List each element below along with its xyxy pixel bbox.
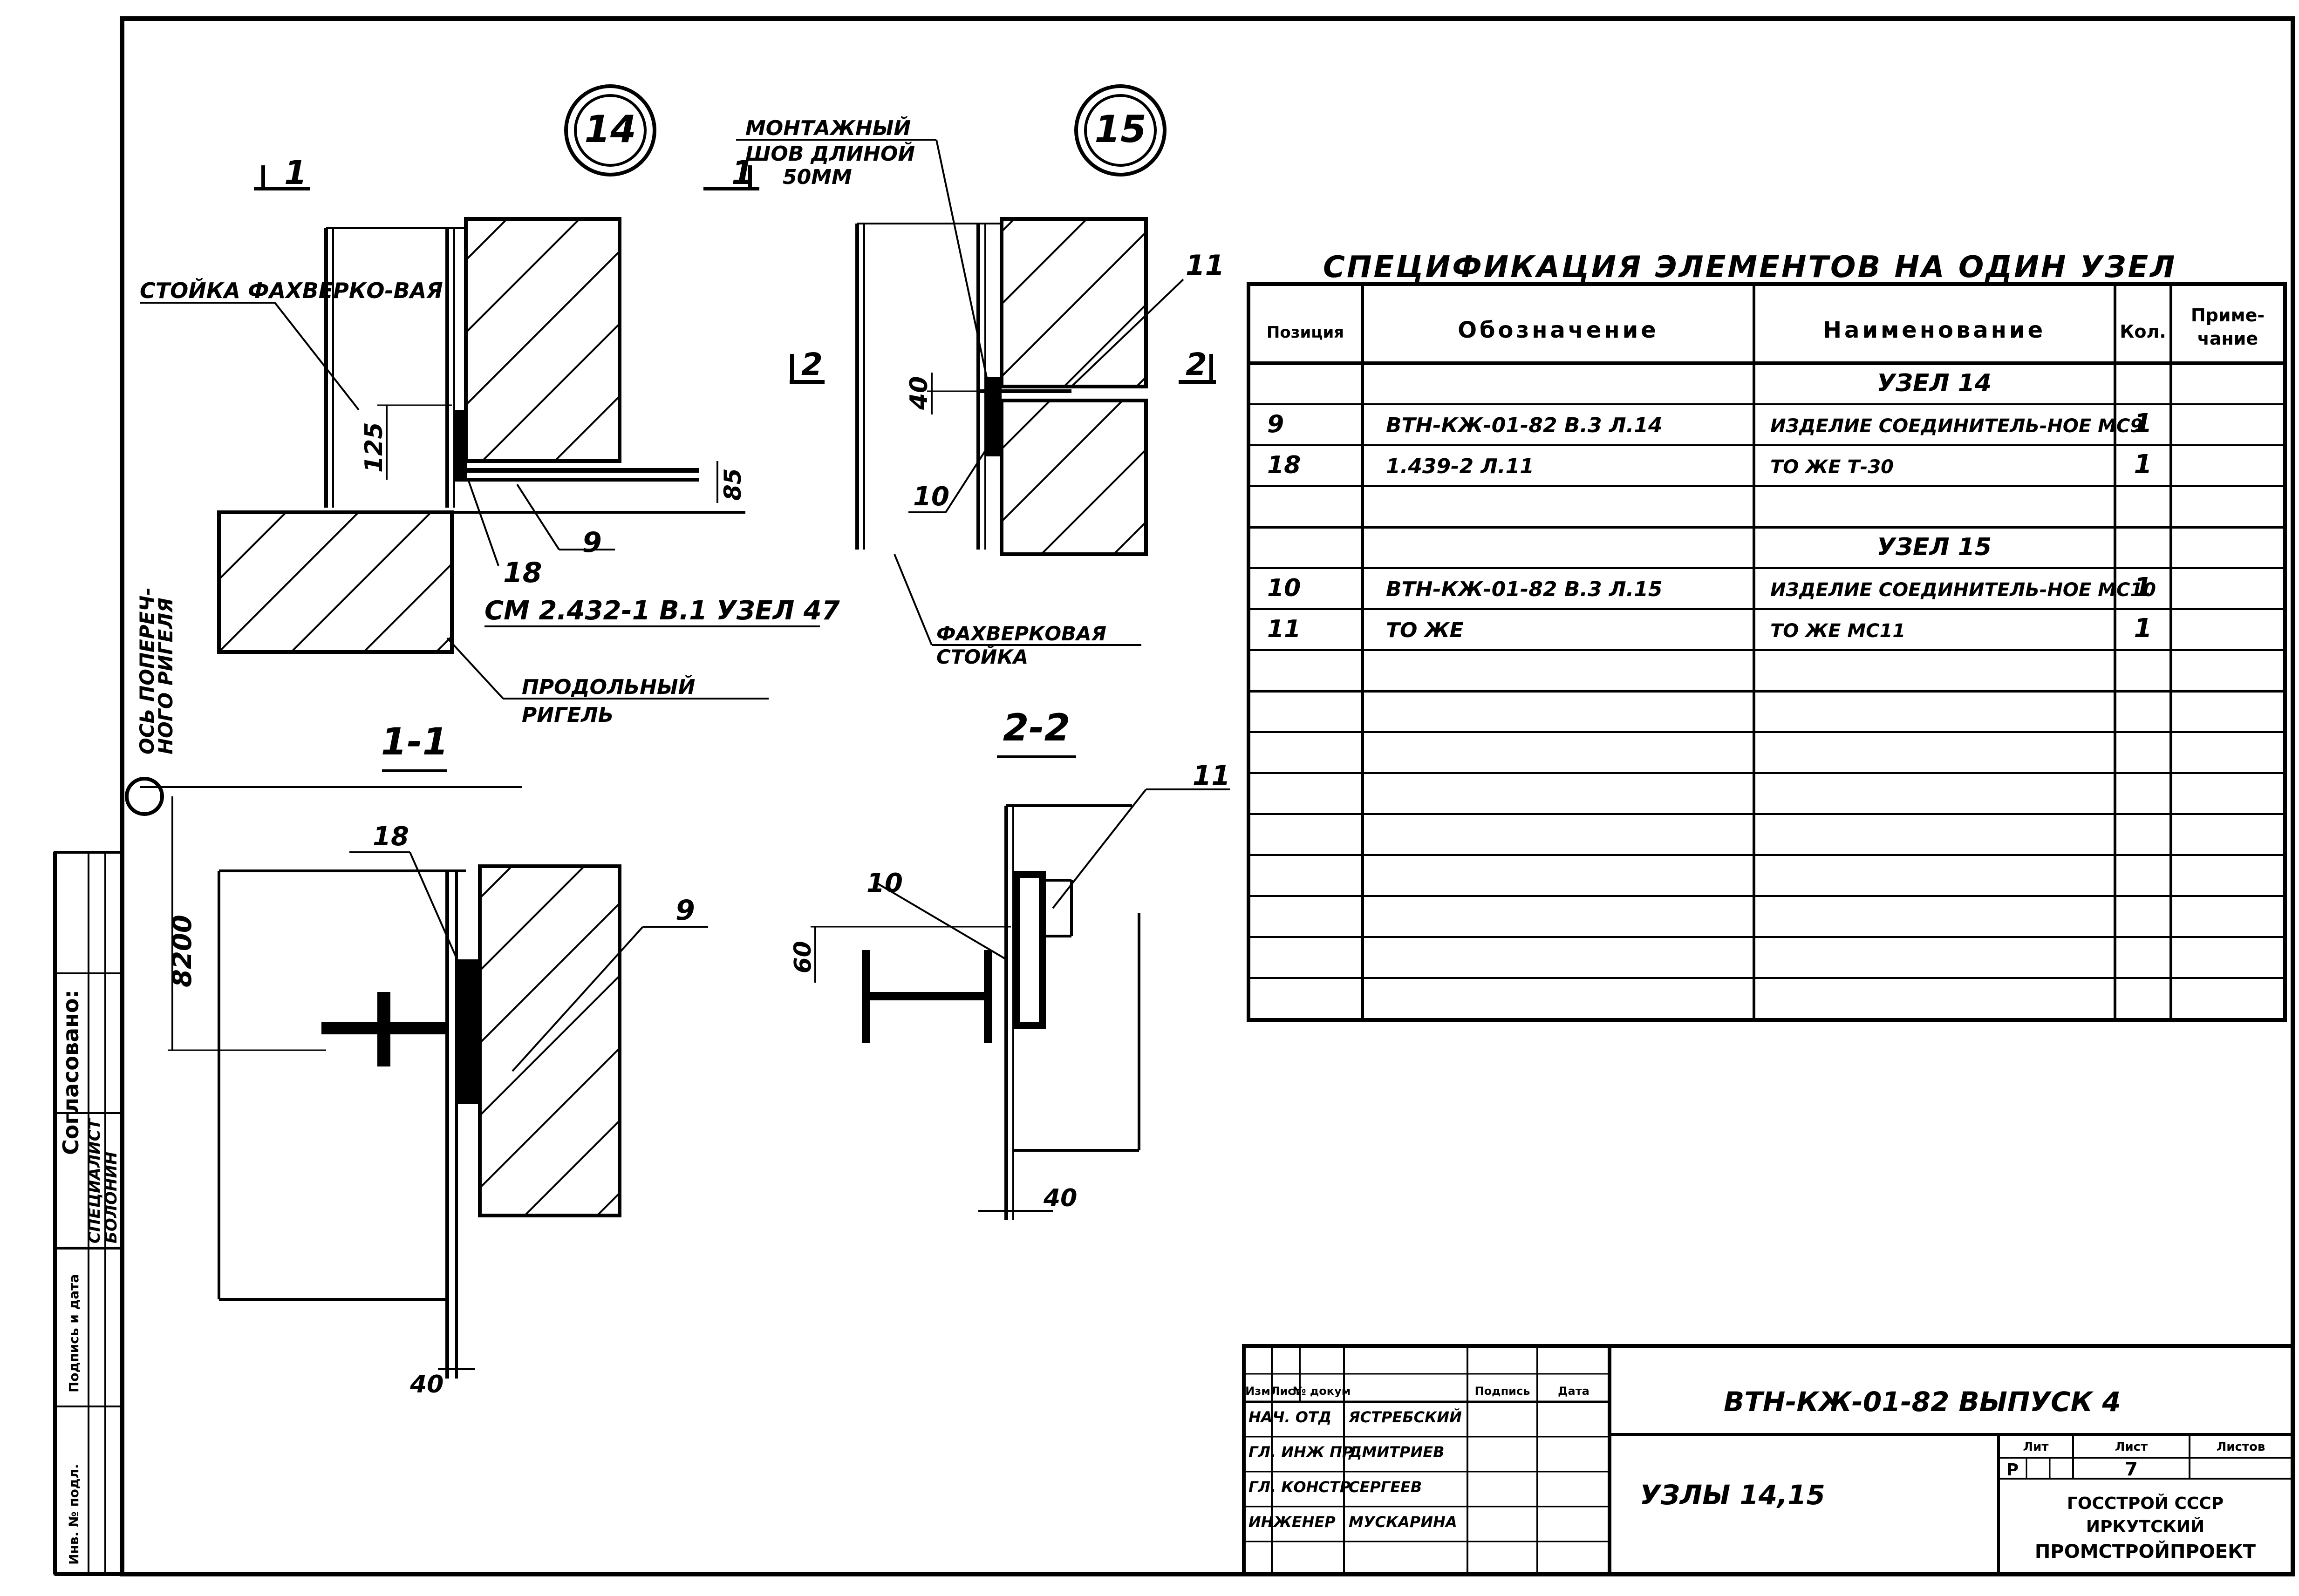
axis-callout-1: ОСЬ ПОПЕРЕЧ- — [136, 587, 158, 754]
section-mark-2-right: 2 — [1186, 346, 1207, 382]
node-15-number: 15 — [1094, 108, 1146, 151]
dim-85: 85 — [719, 468, 746, 501]
column-callout: СТОЙКА ФАХВЕРКО-ВАЯ — [140, 278, 443, 303]
tb-sheet-name: УЗЛЫ 14,15 — [1640, 1479, 1825, 1511]
pos-9-section: 9 — [675, 894, 695, 927]
dim-60: 60 — [789, 941, 816, 973]
sign-date-label: Подпись и дата — [66, 1274, 82, 1392]
agreement-strip: Согласовано: СПЕЦИАЛИСТ БОЛОНИН Подпись … — [54, 851, 123, 1576]
tb-designation: ВТН-КЖ-01-82 ВЫПУСК 4 — [1724, 1386, 2121, 1418]
staff-role: ИНЖЕНЕР — [1248, 1513, 1336, 1531]
spec-cell-des: ТО ЖЕ — [1386, 618, 1464, 642]
weld-line-2: ШОВ ДЛИНОЙ — [745, 141, 915, 166]
staff-role: ГЛ. КОНСТР — [1248, 1478, 1351, 1496]
pos-18-plan: 18 — [503, 557, 542, 589]
spec-cell-qty: 1 — [2134, 408, 2152, 439]
spec-cell-name: УЗЕЛ 14 — [1877, 369, 1992, 397]
spec-cell-qty: 1 — [2134, 449, 2152, 480]
axis-callout-2: НОГО РИГЕЛЯ — [154, 598, 177, 754]
agreed-row-1: СПЕЦИАЛИСТ — [85, 1117, 104, 1243]
node-14-number: 14 — [584, 108, 636, 151]
spec-cell-name: ИЗДЕЛИЕ СОЕДИНИТЕЛЬ-НОЕ МС10 — [1770, 579, 2156, 601]
weld-line-3: 50ММ — [783, 165, 852, 189]
tb-header-date: Дата — [1558, 1385, 1590, 1398]
spec-cell-name: ТО ЖЕ Т-30 — [1770, 456, 1894, 478]
dim-125: 125 — [360, 422, 388, 473]
section-mark-1-right: 1 — [731, 154, 754, 192]
tb-stage-label: Лит — [2023, 1440, 2049, 1454]
staff-name: МУСКАРИНА — [1349, 1513, 1457, 1531]
staff-role: НАЧ. ОТД — [1248, 1408, 1331, 1426]
spec-cell-name: ТО ЖЕ МС11 — [1770, 620, 1905, 642]
section-2-2: 2-2 60 10 11 40 — [789, 706, 1230, 1220]
agreed-label: Согласовано: — [58, 990, 83, 1155]
tb-org-line-3: ПРОМСТРОЙПРОЕКТ — [2035, 1540, 2256, 1562]
spec-cell-des: 1.439-2 Л.11 — [1386, 455, 1534, 478]
spec-cell-name: ИЗДЕЛИЕ СОЕДИНИТЕЛЬ-НОЕ МС9 — [1770, 415, 2143, 437]
spec-title: СПЕЦИФИКАЦИЯ ЭЛЕМЕНТОВ НА ОДИН УЗЕЛ — [1323, 250, 2176, 285]
spec-cell-pos: 18 — [1267, 451, 1301, 479]
dim-40-section-2: 40 — [1043, 1184, 1077, 1212]
tb-header-doc: № докум — [1293, 1385, 1351, 1398]
spec-table: СПЕЦИФИКАЦИЯ ЭЛЕМЕНТОВ НА ОДИН УЗЕЛ Пози… — [1247, 250, 2287, 1022]
tb-header-change: Изм — [1245, 1385, 1270, 1398]
pos-11-plan: 11 — [1186, 249, 1225, 282]
pos-11-section: 11 — [1193, 760, 1230, 791]
section-mark-2-left: 2 — [801, 346, 823, 382]
sheet-border — [120, 16, 2295, 1576]
dim-8200: 8200 — [167, 915, 198, 987]
spec-header-designation: Обозначение — [1458, 317, 1659, 343]
tb-stage: Р — [2006, 1460, 2019, 1480]
spec-cell-qty: 1 — [2134, 572, 2152, 603]
spec-header-note-1: Приме- — [2191, 305, 2265, 326]
tb-sheet-no: 7 — [2125, 1459, 2138, 1480]
dim-40-section-1: 40 — [409, 1371, 443, 1399]
staff-name: ДМИТРИЕВ — [1348, 1443, 1444, 1461]
spec-cell-qty: 1 — [2134, 613, 2152, 644]
tb-org-line-1: ГОССТРОЙ СССР — [2067, 1494, 2224, 1513]
column15-callout-2: СТОЙКА — [936, 645, 1028, 668]
spec-header-note-2: чание — [2197, 328, 2258, 349]
node-14-plan: 14 1 1 125 85 СТОЙКА ФАХВЕРКО-ВАЯ — [136, 84, 840, 754]
inventory-label: Инв. № подл. — [66, 1464, 82, 1565]
ref-callout: СМ 2.432-1 В.1 УЗЕЛ 47 — [484, 596, 840, 626]
column15-callout-1: ФАХВЕРКОВАЯ — [936, 622, 1106, 645]
staff-role: ГЛ. ИНЖ ПР — [1248, 1443, 1353, 1461]
spec-cell-pos: 11 — [1267, 615, 1301, 643]
dim-40-plan: 40 — [905, 376, 933, 410]
pos-9-plan: 9 — [582, 526, 602, 559]
staff-name: СЕРГЕЕВ — [1349, 1478, 1422, 1496]
spec-cell-name: УЗЕЛ 15 — [1877, 533, 1992, 561]
agreed-row-2: БОЛОНИН — [102, 1152, 121, 1243]
weld-callout: МОНТАЖНЫЙ ШОВ ДЛИНОЙ 50ММ — [736, 115, 989, 382]
tb-org-line-2: ИРКУТСКИЙ — [2086, 1517, 2204, 1536]
staff-name: ЯСТРЕБСКИЙ — [1348, 1408, 1462, 1426]
pos-10-section: 10 — [866, 868, 903, 898]
spec-cell-des: ВТН-КЖ-01-82 В.3 Л.15 — [1386, 577, 1662, 601]
title-block: Изм Лист № докум Подпись Дата НАЧ. ОТД ЯС… — [1242, 1344, 2295, 1576]
beam-callout-2: РИГЕЛЬ — [522, 703, 614, 727]
spec-header-qty: Кол. — [2120, 321, 2166, 342]
spec-cell-des: ВТН-КЖ-01-82 В.3 Л.14 — [1386, 414, 1662, 437]
tb-sheet-label: Лист — [2115, 1440, 2148, 1454]
node-15-plan: 15 2 2 40 10 11 ФАХВЕРКОВАЯ СТОЙКА — [790, 84, 1225, 668]
section-1-1: 1-1 8200 40 18 9 — [125, 720, 708, 1399]
tb-header-sign: Подпись — [1475, 1385, 1530, 1398]
tb-header-sheet: Лист — [1271, 1385, 1301, 1398]
spec-cell-pos: 10 — [1267, 574, 1301, 602]
beam-callout-1: ПРОДОЛЬНЫЙ — [522, 674, 695, 699]
section-2-2-title: 2-2 — [1003, 706, 1071, 749]
spec-header-name: Наименование — [1823, 317, 2046, 343]
weld-line-1: МОНТАЖНЫЙ — [745, 115, 911, 140]
pos-10-plan: 10 — [913, 482, 949, 512]
spec-cell-pos: 9 — [1267, 410, 1284, 438]
spec-header-pos: Позиция — [1267, 323, 1344, 342]
pos-18-section: 18 — [373, 822, 409, 852]
section-mark-1-left: 1 — [284, 154, 307, 192]
tb-sheets-label: Листов — [2217, 1440, 2265, 1454]
section-1-1-title: 1-1 — [381, 720, 449, 763]
